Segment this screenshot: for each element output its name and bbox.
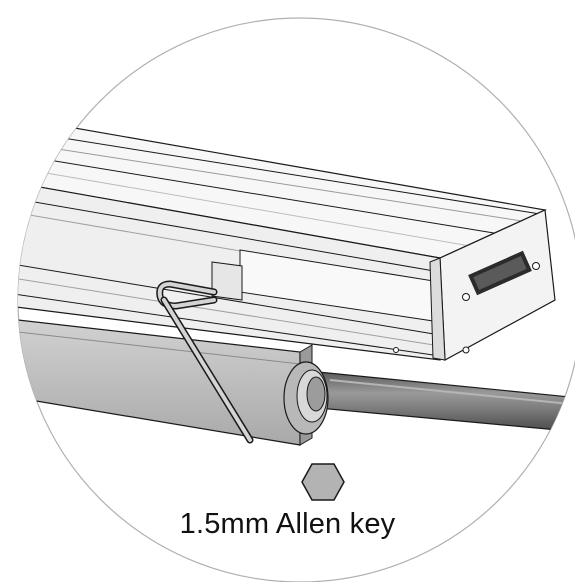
mounting-bracket xyxy=(211,261,243,301)
end-cap xyxy=(232,209,556,361)
linear-scale-assembly xyxy=(18,114,575,446)
hexagon-icon xyxy=(301,463,345,501)
allen-key xyxy=(156,280,254,444)
cable-grommet xyxy=(283,361,329,435)
tool-caption: 1.5mm Allen key xyxy=(179,508,396,540)
